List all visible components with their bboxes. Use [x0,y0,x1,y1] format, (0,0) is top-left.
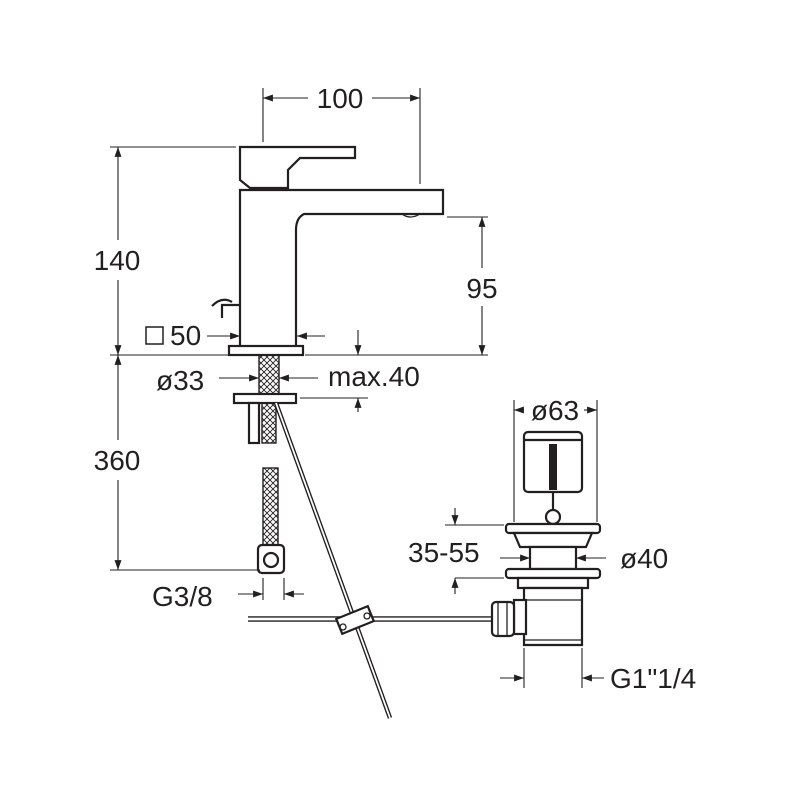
label-square-50: 50 [170,320,201,351]
dimension-dia-63: ø63 [513,395,598,522]
label-dia-63: ø63 [531,395,579,426]
supply-hose [256,467,286,575]
dimension-height-140: 140 [94,146,236,356]
label-height-140: 140 [94,245,141,276]
horizontal-lever [248,604,498,636]
mounting-shank [232,354,298,445]
dimension-max-40: max.40 [300,330,420,412]
dimension-hose-360: 360 [94,355,260,571]
label-thread-g114: G1"1/4 [610,663,696,694]
faucet-base [227,344,305,357]
label-dia-40: ø40 [620,543,668,574]
label-dia-33: ø33 [156,365,204,396]
label-range-35-55: 35-55 [408,537,480,568]
pop-up-rod [273,402,393,719]
dimension-width-100: 100 [262,83,421,184]
waste-plug [522,430,584,526]
dimension-range-35-55: 35-55 [408,508,504,594]
dimension-thread-g114: G1"1/4 [500,648,696,694]
waste-body [490,545,602,647]
dimension-thread-g38: G3/8 [152,578,304,612]
label-hose-360: 360 [94,445,141,476]
dimension-spout-95: 95 [305,216,498,356]
dimension-dia-40: ø40 [500,543,668,574]
label-spout-95: 95 [466,273,497,304]
label-thread-g38: G3/8 [152,581,213,612]
label-max-40: max.40 [328,361,420,392]
square-symbol-icon [145,326,164,345]
dimension-dia-33: ø33 [156,365,318,396]
faucet-body [211,145,445,352]
label-width-100: 100 [317,83,364,114]
waste-flange [504,522,602,549]
dimension-square-50: 50 [145,320,325,351]
